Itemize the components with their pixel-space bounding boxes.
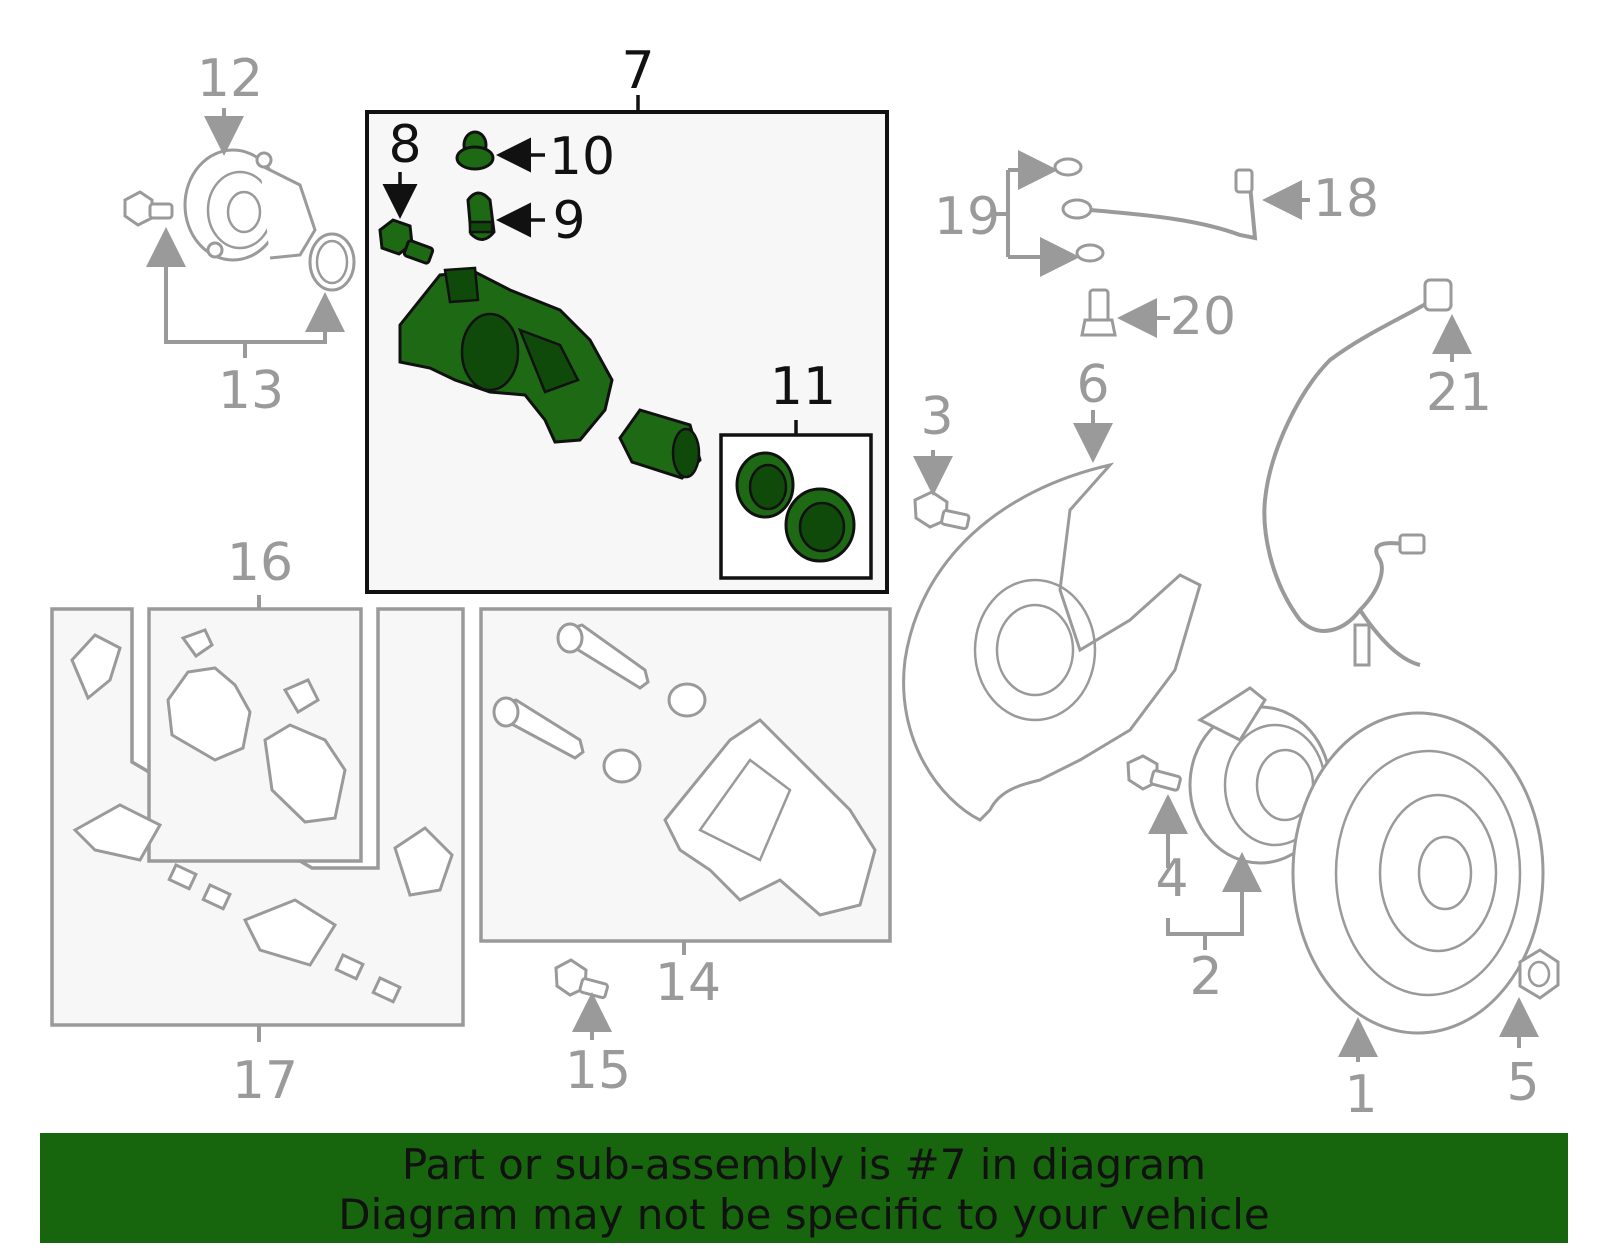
leader-lines <box>146 108 1539 1062</box>
callout-labels: 7 8 10 9 11 12 13 19 18 20 21 6 3 16 4 2… <box>197 41 1540 1125</box>
callout-2: 2 <box>1189 947 1222 1007</box>
part-17-hardware[interactable] <box>70 633 454 1004</box>
callout-11: 11 <box>770 357 836 417</box>
callout-9: 9 <box>552 191 585 251</box>
callout-10: 10 <box>549 127 615 187</box>
callout-13: 13 <box>218 361 284 421</box>
callout-5: 5 <box>1506 1053 1539 1113</box>
callout-19: 19 <box>934 187 1000 247</box>
callout-3: 3 <box>920 387 953 447</box>
part-18-brake-hose[interactable] <box>1061 168 1258 241</box>
footer-banner: Part or sub-assembly is #7 in diagram Di… <box>40 1133 1568 1243</box>
part-9-bleeder[interactable] <box>466 191 496 241</box>
footer-line-1: Part or sub-assembly is #7 in diagram <box>401 1140 1207 1189</box>
part-7-caliper-body[interactable] <box>398 266 614 444</box>
callout-21: 21 <box>1426 363 1492 423</box>
part-8-bolt[interactable] <box>378 218 435 265</box>
part-4-bolt[interactable] <box>1126 754 1182 792</box>
callout-16: 16 <box>227 533 293 593</box>
callout-4: 4 <box>1155 849 1188 909</box>
part-19-washer-bottom[interactable] <box>1075 243 1105 263</box>
callout-14: 14 <box>655 953 721 1013</box>
part-5-nut[interactable] <box>1518 948 1560 1000</box>
part-14-bracket-kit[interactable] <box>492 622 877 917</box>
part-15-bolt[interactable] <box>554 958 609 1000</box>
part-21-abs-sensor[interactable] <box>1262 278 1453 667</box>
callout-12: 12 <box>197 49 263 109</box>
part-11-seal-kit[interactable] <box>735 451 856 563</box>
part-6-dust-shield[interactable] <box>902 462 1202 822</box>
part-3-bolt[interactable] <box>913 490 971 531</box>
part-20-bolt[interactable] <box>1080 288 1117 337</box>
part-12-housing[interactable] <box>183 148 317 262</box>
callout-8: 8 <box>388 115 421 175</box>
callout-17: 17 <box>232 1051 298 1111</box>
part-2-hub[interactable] <box>1188 686 1332 865</box>
callout-18: 18 <box>1313 169 1379 229</box>
callout-6: 6 <box>1076 355 1109 415</box>
part-13-o-ring[interactable] <box>308 232 356 292</box>
callout-1: 1 <box>1344 1065 1377 1125</box>
callout-15: 15 <box>565 1041 631 1101</box>
part-16-brake-pads[interactable] <box>166 628 347 824</box>
part-7-piston[interactable] <box>618 408 702 480</box>
callout-7: 7 <box>621 41 654 101</box>
part-1-rotor[interactable] <box>1291 711 1545 1035</box>
part-13-bolt[interactable] <box>123 190 174 227</box>
footer-line-2: Diagram may not be specific to your vehi… <box>338 1190 1270 1239</box>
part-19-washer-top[interactable] <box>1053 157 1083 177</box>
callout-20: 20 <box>1170 287 1236 347</box>
part-10-cap[interactable] <box>455 130 495 171</box>
